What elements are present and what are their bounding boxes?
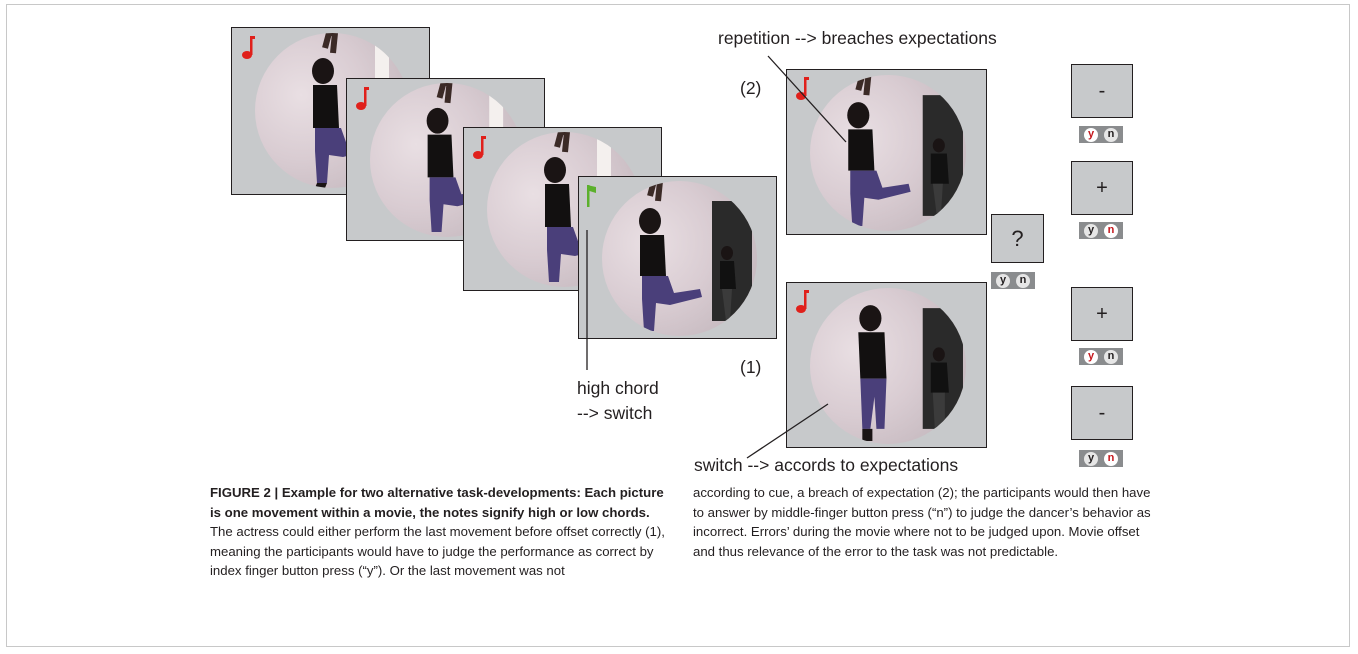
key-n: n: [1104, 127, 1118, 142]
label-outcome-2: (2): [740, 78, 762, 98]
key-y: y: [1084, 127, 1098, 142]
dancer-photo: [810, 75, 966, 231]
low-note-icon: [473, 136, 486, 159]
caption-left-column: FIGURE 2 | Example for two alternative t…: [210, 483, 665, 581]
low-note-icon: [356, 87, 369, 110]
response-box-3: +: [1071, 287, 1133, 341]
caption-right-column: according to cue, a breach of expectatio…: [693, 485, 1151, 559]
response-box-4: -: [1071, 386, 1133, 440]
response-keys-3: y n: [1079, 348, 1123, 365]
key-n: n: [1016, 273, 1030, 288]
figure-2: repetition --> breaches expectations (2)…: [231, 27, 1133, 475]
label-outcome-1: (1): [740, 357, 762, 377]
outcome-frame-switch: [786, 282, 987, 448]
key-y: y: [1084, 349, 1098, 364]
caption-body-left: The actress could either perform the las…: [210, 524, 665, 578]
response-keys-1: y n: [1079, 126, 1123, 143]
key-y: y: [996, 273, 1010, 288]
key-n: n: [1104, 349, 1118, 364]
low-note-icon: [796, 290, 809, 313]
response-box-2: +: [1071, 161, 1133, 215]
caption-title: FIGURE 2 | Example for two alternative t…: [210, 485, 664, 520]
question-keys: y n: [991, 272, 1035, 289]
pointer-lines: [586, 55, 847, 459]
label-switch: switch --> accords to expectations: [694, 455, 959, 475]
question-box: ?: [991, 214, 1044, 263]
label-switch-arrow: --> switch: [577, 403, 653, 423]
response-keys-4: y n: [1079, 450, 1123, 467]
high-note-icon: [587, 185, 596, 207]
key-n: n: [1104, 223, 1118, 238]
key-y: y: [1084, 451, 1098, 466]
key-y: y: [1084, 223, 1098, 238]
low-note-icon: [796, 77, 809, 100]
label-high-chord: high chord: [577, 378, 659, 398]
response-box-1: -: [1071, 64, 1133, 118]
movie-frame-4: [578, 176, 777, 339]
response-keys-2: y n: [1079, 222, 1123, 239]
key-n: n: [1104, 451, 1118, 466]
low-note-icon: [242, 36, 255, 59]
figure-border: [6, 4, 1350, 647]
label-repetition: repetition --> breaches expectations: [718, 28, 997, 48]
outcome-frame-repetition: [786, 69, 987, 235]
